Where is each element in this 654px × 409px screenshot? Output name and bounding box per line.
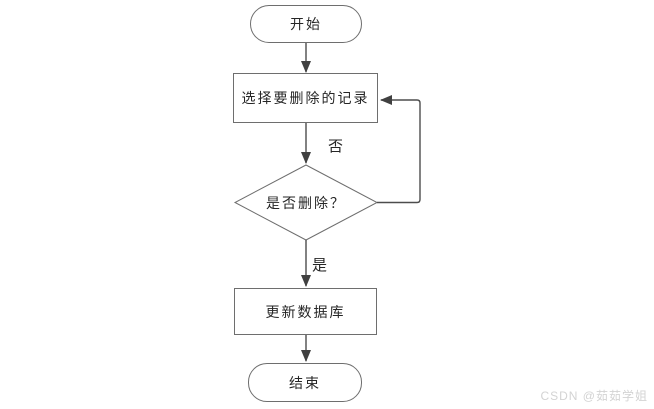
- start-node: 开始: [250, 5, 362, 43]
- csdn-watermark: CSDN @茹茹学姐: [540, 389, 648, 403]
- end-node: 结束: [248, 363, 362, 402]
- connector-decision-no-loop: [377, 95, 421, 204]
- edge-label-no: 否: [328, 138, 344, 155]
- decision-node-label: 是否删除？: [266, 194, 346, 211]
- edge-label-yes: 是: [312, 257, 328, 274]
- process-update-database-node: 更新数据库: [234, 288, 377, 335]
- process-select-record-node: 选择要删除的记录: [233, 73, 378, 123]
